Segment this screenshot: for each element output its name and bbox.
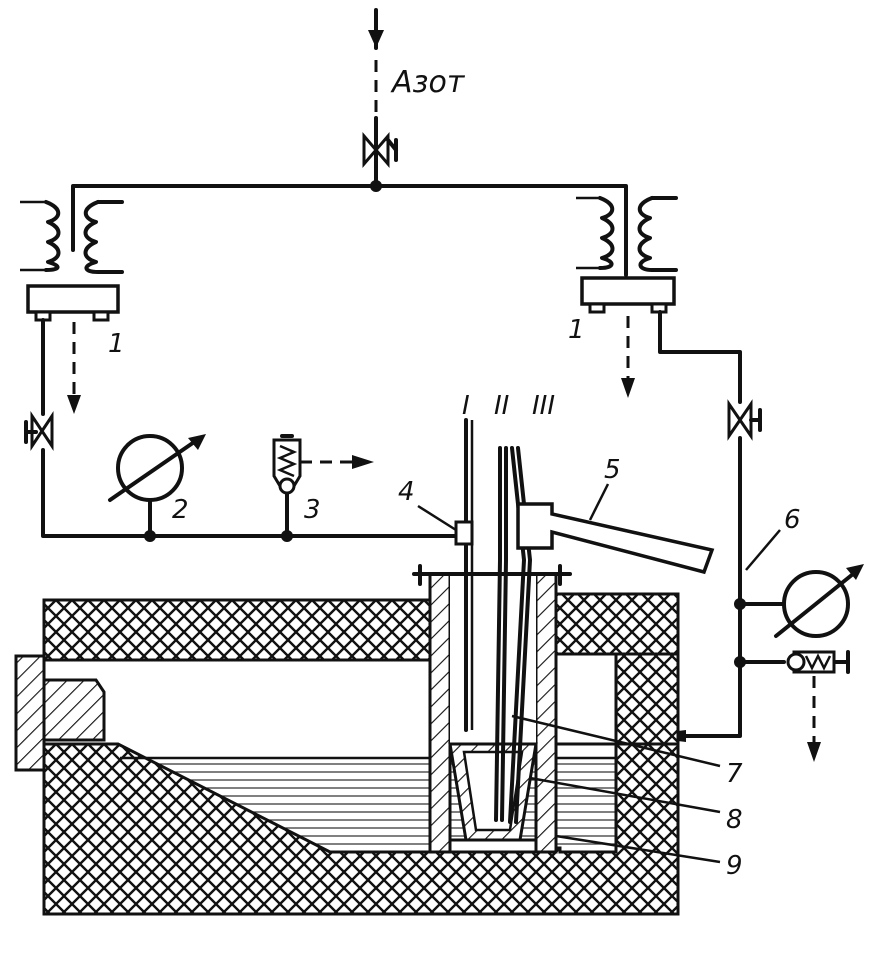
right-supply-line	[658, 310, 742, 404]
right-valve-icon	[727, 399, 762, 441]
electrodes	[464, 418, 532, 824]
leader-7	[511, 714, 721, 768]
junction-dot	[370, 180, 382, 192]
left-valve-block	[26, 284, 120, 322]
leader-8	[529, 776, 721, 814]
label-8: 8	[726, 805, 743, 835]
nitrogen-label: Азот	[390, 65, 466, 100]
right-coil-icon	[576, 196, 678, 272]
electrode-label-III: III	[532, 391, 555, 421]
furnace-body	[14, 592, 680, 916]
right-valve-block	[580, 276, 676, 314]
label-7: 7	[726, 759, 743, 789]
label-1-left: 1	[108, 329, 125, 359]
label-6: 6	[784, 505, 801, 535]
relief-valve-icon	[272, 434, 302, 538]
inlet-valve-icon	[362, 131, 398, 169]
electrode-label-II: II	[494, 391, 509, 421]
label-5: 5	[604, 455, 621, 485]
label-3: 3	[304, 495, 321, 525]
pressure-gauge-icon	[108, 434, 206, 538]
header-pipe	[71, 184, 628, 277]
holder-arm	[516, 502, 715, 575]
right-pressure-gauge-icon	[738, 564, 864, 638]
label-9: 9	[726, 851, 743, 881]
thermocouple	[417, 504, 474, 546]
label-2: 2	[172, 495, 189, 525]
electrode-label-I: I	[462, 391, 470, 421]
left-coil-icon	[20, 200, 124, 274]
label-1-right: 1	[568, 315, 585, 345]
nitrogen-inlet	[368, 8, 384, 188]
label-4: 4	[398, 477, 415, 507]
left-valve-icon	[24, 411, 54, 451]
leader-9	[555, 834, 721, 864]
right-relief-valve-icon	[738, 650, 850, 674]
